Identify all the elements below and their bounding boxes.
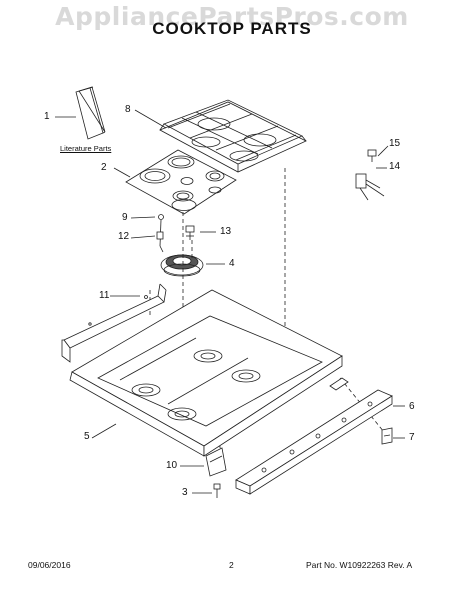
switch-harness — [355, 173, 385, 201]
page-title: COOKTOP PARTS — [152, 19, 312, 38]
callout-7: 7 — [409, 432, 415, 443]
callout-2: 2 — [101, 162, 107, 173]
footer-part-number: Part No. W10922263 Rev. A — [306, 560, 413, 570]
callout-14: 14 — [389, 161, 401, 172]
footer-date: 09/06/2016 — [28, 560, 71, 570]
side-bracket — [205, 447, 227, 477]
callout-3: 3 — [182, 487, 188, 498]
callout-6: 6 — [409, 401, 415, 412]
literature-booklet — [75, 86, 106, 140]
mounting-clip — [381, 427, 393, 445]
callout-4: 4 — [229, 258, 235, 269]
callout-8: 8 — [125, 104, 131, 115]
callout-13: 13 — [220, 226, 232, 237]
front-control-panel — [235, 377, 393, 495]
callout-9: 9 — [122, 212, 128, 223]
literature-parts-label: Literature Parts — [60, 144, 112, 153]
small-screw — [367, 149, 377, 162]
orifice-screw — [185, 225, 195, 240]
spark-igniter — [156, 214, 164, 253]
callout-5: 5 — [84, 431, 90, 442]
callout-10: 10 — [166, 460, 178, 471]
mounting-screw — [213, 483, 221, 498]
callout-15: 15 — [389, 138, 401, 149]
cooktop-grate — [159, 99, 307, 173]
watermark: AppliancePartsPros.com — [55, 2, 409, 31]
callout-11: 11 — [99, 290, 110, 301]
callout-1: 1 — [44, 111, 50, 122]
callout-12: 12 — [118, 231, 130, 242]
rear-vent-panel — [61, 283, 167, 363]
burner-base — [160, 254, 204, 277]
burner-panel — [125, 149, 237, 215]
footer-page-number: 2 — [229, 560, 234, 570]
leader-lines — [55, 109, 405, 494]
cooktop-tray — [69, 289, 343, 457]
